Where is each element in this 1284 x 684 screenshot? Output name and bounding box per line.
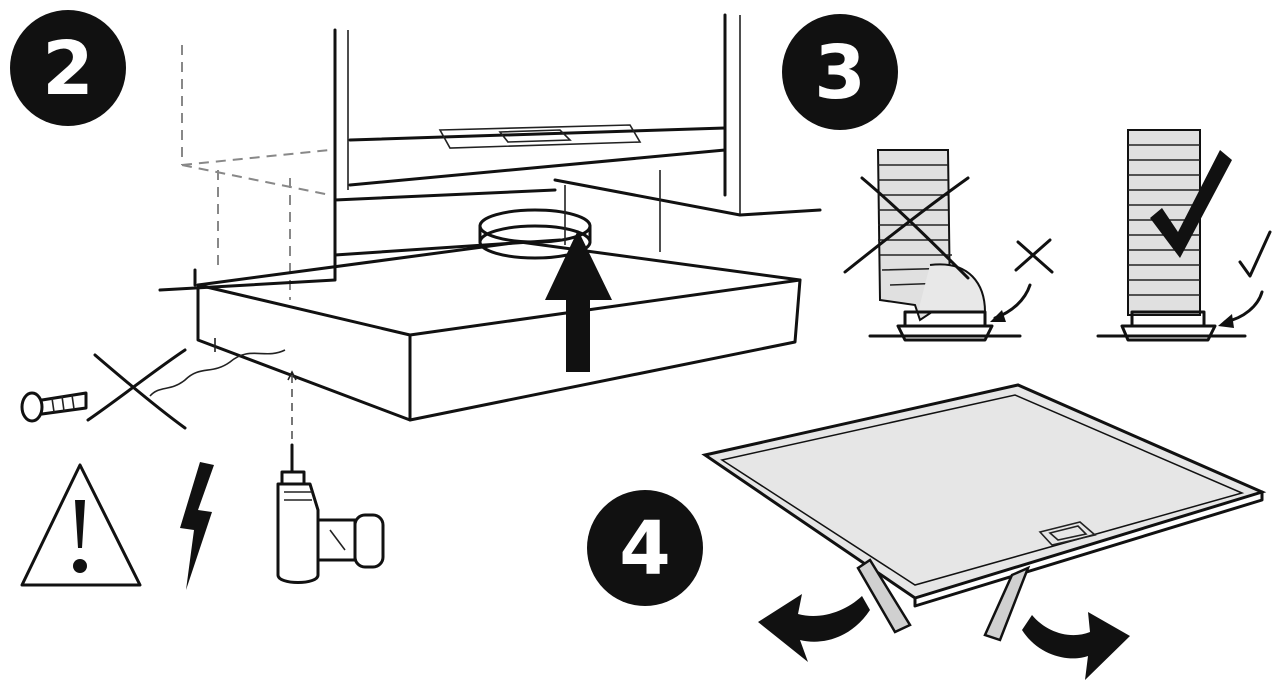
step-3-badge: 3: [782, 14, 898, 130]
step-2-badge: 2: [10, 10, 126, 126]
big-check-mark-icon: [1150, 150, 1232, 258]
screw-icon: [20, 391, 88, 423]
cabinet-underside: [158, 188, 557, 292]
step-4-badge: 4: [587, 490, 703, 606]
arrow-up-icon: [545, 230, 612, 372]
wall-cabinet: [333, 13, 822, 217]
step-4-number: 4: [619, 506, 671, 592]
curved-arrow-left-icon: [758, 594, 870, 662]
cross-mark-icon: [86, 348, 187, 430]
hood-unit: [193, 170, 802, 422]
small-check-mark-icon: [1218, 230, 1272, 328]
electric-wire: [149, 349, 286, 397]
electric-lightning-icon: [180, 462, 214, 590]
step-3-number: 3: [814, 30, 866, 116]
dashed-cabinet-outline: [181, 45, 331, 300]
curved-arrow-right-icon: [1022, 612, 1130, 680]
big-cross-mark-icon: [843, 176, 970, 280]
grease-filter: [701, 383, 1267, 642]
step-2-number: 2: [42, 26, 94, 112]
power-drill-icon: [276, 443, 385, 584]
warning-triangle-icon: [20, 463, 142, 587]
small-cross-mark-icon: [990, 238, 1054, 322]
hose-incorrect: [868, 149, 1022, 342]
